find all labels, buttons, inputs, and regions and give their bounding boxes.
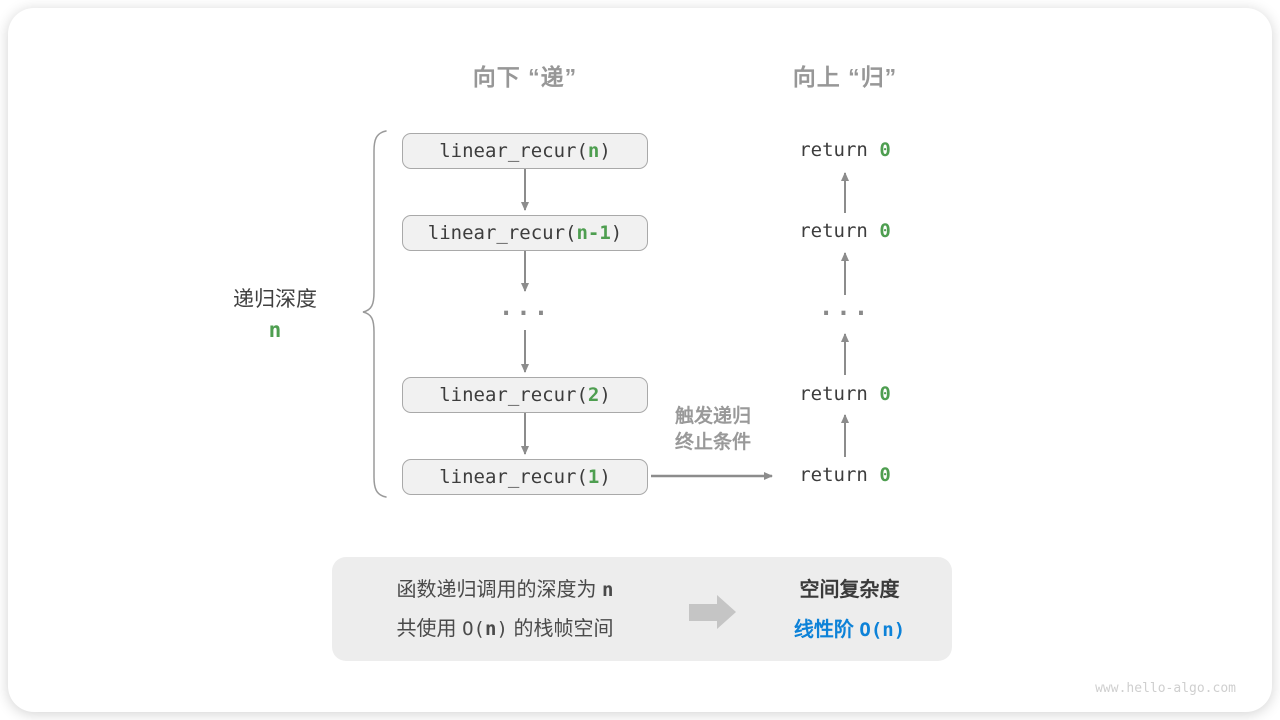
return-keyword: return bbox=[799, 220, 880, 242]
summary-text: 的栈帧空间 bbox=[507, 618, 614, 640]
call-stack-box-n-1: linear_recur(n-1) bbox=[402, 215, 648, 251]
space-complexity-value: 线性阶 O(n) bbox=[762, 610, 937, 650]
return-statement: return 0 bbox=[745, 383, 945, 405]
return-keyword: return bbox=[799, 464, 880, 486]
summary-left-text: 函数递归调用的深度为 n 共使用 O(n) 的栈帧空间 bbox=[346, 571, 664, 649]
summary-code: ) bbox=[496, 618, 508, 640]
watermark: www.hello-algo.com bbox=[1095, 681, 1236, 696]
call-stack-box-2: linear_recur(2) bbox=[402, 377, 648, 413]
return-keyword: return bbox=[799, 139, 880, 161]
header-recurse-down: 向下 “递” bbox=[472, 64, 578, 90]
summary-code-n: n bbox=[484, 618, 497, 640]
code-text: ) bbox=[599, 384, 611, 406]
base-case-line1: 触发递归 bbox=[674, 406, 751, 427]
complexity-text: 线性阶 bbox=[793, 619, 860, 641]
call-stack-box-1: linear_recur(1) bbox=[402, 459, 648, 495]
code-arg: 2 bbox=[587, 384, 600, 406]
implies-arrow-icon bbox=[717, 595, 736, 629]
return-keyword: return bbox=[799, 383, 880, 405]
summary-code-n: n bbox=[602, 579, 614, 601]
code-arg: n bbox=[587, 140, 600, 162]
code-arg: 1 bbox=[587, 466, 600, 488]
code-text: ) bbox=[599, 466, 611, 488]
summary-line-2: 共使用 O(n) 的栈帧空间 bbox=[346, 610, 664, 649]
code-arg: n-1 bbox=[576, 222, 611, 244]
return-statement: return 0 bbox=[745, 220, 945, 242]
summary-panel bbox=[332, 557, 952, 661]
summary-line-1: 函数递归调用的深度为 n bbox=[346, 571, 664, 610]
return-value: 0 bbox=[879, 220, 891, 242]
implies-arrow-icon bbox=[689, 604, 717, 621]
header-return-up: 向上 “归” bbox=[792, 64, 898, 90]
code-text: ) bbox=[610, 222, 623, 244]
code-text: linear_recur( bbox=[439, 466, 588, 488]
recursion-depth-label: 递归深度 bbox=[233, 288, 317, 311]
return-value: 0 bbox=[879, 464, 891, 486]
code-text: linear_recur( bbox=[439, 140, 588, 162]
call-stack-box-n: linear_recur(n) bbox=[402, 133, 648, 169]
base-case-label: 触发递归 终止条件 bbox=[648, 404, 778, 456]
summary-code: O( bbox=[462, 618, 485, 640]
summary-text: 函数递归调用的深度为 bbox=[396, 579, 603, 601]
summary-right-text: 空间复杂度 线性阶 O(n) bbox=[762, 570, 937, 650]
return-ellipsis: ... bbox=[818, 293, 872, 321]
return-value: 0 bbox=[879, 139, 891, 161]
code-text: linear_recur( bbox=[439, 384, 588, 406]
base-case-line2: 终止条件 bbox=[674, 432, 751, 453]
code-text: linear_recur( bbox=[427, 222, 577, 244]
recursion-depth-value: n bbox=[268, 318, 282, 342]
return-value: 0 bbox=[879, 383, 891, 405]
return-statement: return 0 bbox=[745, 464, 945, 486]
return-statement: return 0 bbox=[745, 139, 945, 161]
space-complexity-title: 空间复杂度 bbox=[799, 579, 900, 601]
summary-text: 共使用 bbox=[396, 618, 463, 640]
complexity-code: O(n) bbox=[859, 619, 906, 641]
call-stack-ellipsis: ... bbox=[498, 293, 552, 321]
code-text: ) bbox=[599, 140, 611, 162]
